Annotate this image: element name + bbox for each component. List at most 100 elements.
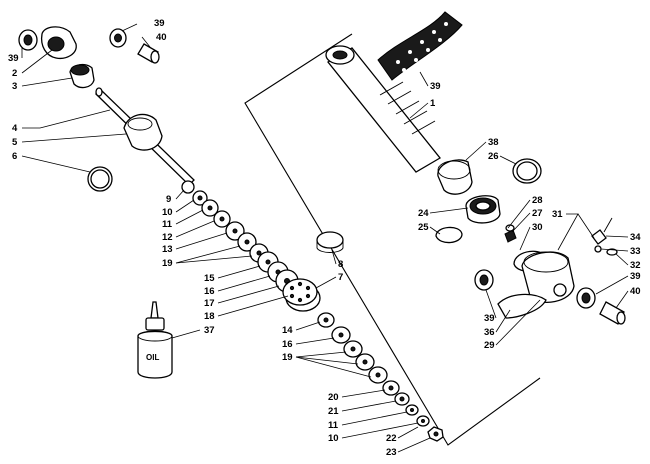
callout-39-lower: 39 [484, 313, 495, 324]
part-32-adjuster-washer [606, 248, 618, 256]
part-39-bushing-upper-hole [114, 33, 122, 43]
part-26-o-ring-inner [516, 161, 538, 181]
callout-40-a: 40 [156, 32, 167, 43]
shim-19d-hole [362, 359, 368, 365]
callout-25: 25 [418, 222, 429, 233]
callout-33: 33 [630, 246, 641, 257]
part-40-lower-sleeve-end [616, 311, 626, 325]
callout-26: 26 [488, 151, 499, 162]
callout-11-b: 11 [328, 420, 339, 431]
shim-11-hole [207, 205, 213, 211]
lower-mount-group [474, 269, 626, 325]
part-8-piston-ring [316, 231, 344, 249]
shim-19a-hole [244, 239, 250, 245]
adjuster-group [591, 217, 618, 256]
shim-19e-hole [375, 372, 381, 378]
shaft-group [87, 87, 195, 192]
part-39-bushing-lower-left-hole [479, 274, 489, 286]
label-strip-pattern [396, 22, 448, 72]
callout-11-a: 11 [162, 219, 173, 230]
part-3-top [70, 64, 90, 76]
shim-21-hole [399, 396, 405, 402]
callout-39-a: 39 [154, 18, 165, 29]
piston-port-4 [305, 293, 311, 299]
callout-24: 24 [418, 208, 429, 219]
part-1-reservoir-top-inner [332, 50, 348, 60]
part-34-adjuster-screw [591, 229, 607, 245]
callout-12: 12 [162, 232, 173, 243]
part-5-seal-head [123, 113, 163, 151]
part-33-adjuster-ball [594, 245, 602, 253]
callout-6: 6 [12, 151, 17, 162]
part-38-label-strip [377, 11, 463, 81]
leader-lines [21, 23, 629, 453]
upper-mount-group [18, 26, 160, 89]
callout-19-b: 19 [282, 352, 293, 363]
callout-36: 38 [488, 137, 499, 148]
oil-label: OIL [146, 353, 159, 362]
bottle-nozzle [150, 301, 159, 319]
callout-39-c: 39 [630, 271, 641, 282]
part-37-cap-clip [497, 293, 547, 319]
piston-port-2 [297, 281, 303, 287]
callout-35: 37 [204, 325, 215, 336]
part-28-valve-cone [504, 229, 517, 243]
shim-16-lower-hole [338, 332, 344, 338]
callout-38: 39 [430, 81, 441, 92]
reservoir-threads [379, 81, 436, 135]
part-39-bushing-hole [23, 34, 33, 46]
shim-9 [181, 180, 195, 194]
piston-group [282, 231, 344, 312]
callout-31: 31 [552, 209, 563, 220]
callout-5: 5 [12, 137, 18, 148]
callout-9: 9 [166, 194, 171, 205]
part-36-collar-top [437, 160, 471, 180]
shim-19b-hole [256, 250, 262, 256]
shim-14-hole [323, 317, 329, 323]
callout-34: 34 [630, 232, 641, 243]
part-5-seal-ring [127, 117, 153, 131]
piston-port-5 [297, 297, 303, 303]
piston-port-1 [289, 285, 295, 291]
callout-8: 8 [338, 259, 343, 270]
part-36-collar [437, 159, 473, 195]
callout-39-b: 39 [8, 53, 19, 64]
part-6-o-ring-inner [90, 169, 110, 189]
callout-19-a: 19 [162, 258, 173, 269]
callout-10-a: 10 [162, 207, 173, 218]
part-34-screw-stem [603, 217, 613, 233]
callout-40-b: 40 [630, 286, 641, 297]
shim-19c-hole [350, 346, 356, 352]
shim-15-hole [265, 259, 271, 265]
callout-7: 7 [338, 272, 343, 283]
part-4-shaft-top [95, 87, 103, 97]
callout-20: 20 [328, 392, 339, 403]
callout-29: 29 [484, 340, 495, 351]
shim-10-lower-hole [421, 419, 425, 423]
callout-21: 21 [328, 406, 339, 417]
callout-2: 2 [12, 68, 17, 79]
callout-14: 14 [282, 325, 293, 336]
part-39-bushing-lower-right-hole [581, 292, 591, 304]
callout-17: 17 [204, 298, 215, 309]
shim-13-hole [232, 228, 238, 234]
part-29-end-cap-rim [523, 251, 569, 273]
part-40-sleeve-end [150, 50, 160, 64]
callout-22: 22 [386, 433, 397, 444]
oil-bottle: OIL [137, 301, 173, 379]
callout-13: 13 [162, 244, 173, 255]
callout-18: 18 [204, 311, 215, 322]
part-2-eye-hole [47, 36, 65, 52]
shim-20-hole [388, 385, 394, 391]
shim-11-lower-hole [410, 408, 414, 412]
callout-37: 36 [484, 327, 495, 338]
callout-30: 30 [532, 222, 543, 233]
callout-3: 3 [12, 81, 17, 92]
part-7-piston [282, 278, 318, 306]
part-23-nut-hole [433, 431, 439, 437]
callout-16-b: 16 [282, 339, 293, 350]
callout-15: 15 [204, 273, 215, 284]
piston-port-6 [289, 293, 295, 299]
callout-1: 1 [430, 98, 436, 109]
